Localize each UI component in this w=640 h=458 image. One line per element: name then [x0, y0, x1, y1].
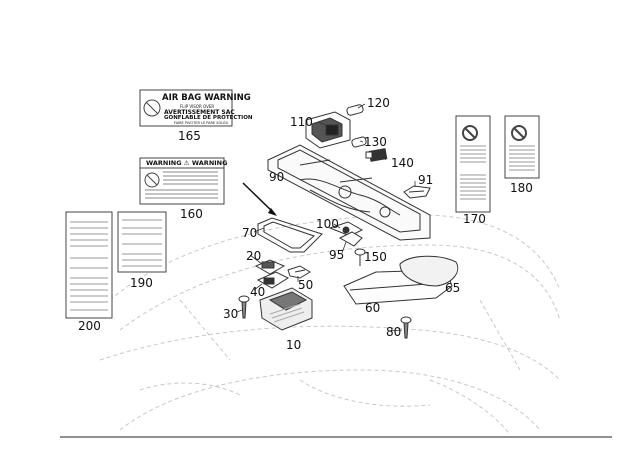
label-165-line3: GONFLABLE DE PROTECTION [164, 115, 253, 121]
callout-90: 90 [269, 170, 285, 184]
callout-95: 95 [329, 248, 345, 262]
pointer-arrow [242, 182, 277, 216]
label-strip-180 [504, 115, 540, 179]
lamp-housing-110 [305, 111, 351, 149]
callout-110: 110 [290, 115, 313, 129]
label-sheet-200 [65, 211, 113, 319]
label-sheet-190 [117, 211, 167, 273]
clip-100 [328, 221, 364, 237]
lamp-unit-10 [259, 287, 313, 331]
vehicle-outline [99, 214, 561, 436]
label-165-line1: FLIP VISOR OVER [180, 104, 215, 109]
visor-cover-65 [399, 255, 459, 287]
callout-10: 10 [286, 338, 302, 352]
socket-140 [365, 148, 388, 162]
callout-160: 160 [180, 207, 203, 221]
bulb-130 [351, 136, 367, 148]
screw-150 [354, 248, 366, 266]
label-strip-170 [455, 115, 491, 213]
airbag-warning-label-165 [139, 89, 233, 127]
cover-40 [256, 271, 290, 289]
callout-50: 50 [298, 278, 314, 292]
label-165-title: AIR BAG WARNING [162, 93, 251, 103]
callout-100: 100 [316, 217, 339, 231]
screw-80 [400, 316, 412, 339]
callout-40: 40 [250, 285, 266, 299]
clip-91 [403, 185, 431, 199]
callout-60: 60 [365, 301, 381, 315]
callout-190: 190 [130, 276, 153, 290]
clip-95 [338, 231, 363, 247]
visor-frame-70 [257, 217, 323, 253]
label-160-title: WARNING ⚠ WARNING [146, 159, 228, 167]
callout-130: 130 [364, 135, 387, 149]
console-frame-90 [267, 144, 431, 241]
callout-180: 180 [510, 181, 533, 195]
callout-20: 20 [246, 249, 262, 263]
label-165-line2: AVERTISSEMENT SAC [164, 109, 235, 116]
callout-170: 170 [463, 212, 486, 226]
screw-30 [238, 295, 250, 319]
callout-30: 30 [223, 307, 239, 321]
warning-label-160 [139, 157, 225, 205]
callout-91: 91 [418, 173, 434, 187]
callout-150: 150 [364, 250, 387, 264]
label-165-line4: FAIRE PIVOTER LE PARE SOLEIL [174, 121, 229, 125]
bracket-50 [287, 265, 311, 279]
callout-120: 120 [367, 96, 390, 110]
callout-140: 140 [391, 156, 414, 170]
callout-70: 70 [242, 226, 258, 240]
callout-165: 165 [178, 129, 201, 143]
holder-20 [254, 259, 286, 275]
leader-lines [236, 103, 416, 332]
callout-80: 80 [386, 325, 402, 339]
callout-200: 200 [78, 319, 101, 333]
callout-65: 65 [445, 281, 461, 295]
